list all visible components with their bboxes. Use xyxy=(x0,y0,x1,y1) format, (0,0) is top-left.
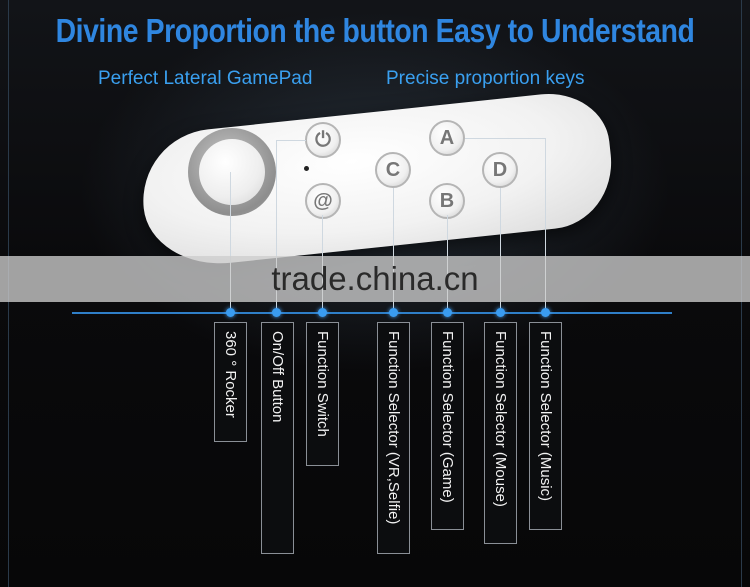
leader-a-h xyxy=(465,138,545,139)
leader-rocker xyxy=(230,172,231,312)
label-rocker: 360 ° Rocker xyxy=(222,331,239,418)
rocker-joystick xyxy=(199,139,265,205)
label-box-rocker: 360 ° Rocker xyxy=(214,322,247,442)
label-music: Function Selector (Music) xyxy=(537,331,554,502)
subtitle-right: Precise proportion keys xyxy=(386,68,585,89)
d-button-icon: D xyxy=(482,152,518,188)
leader-power xyxy=(276,140,277,312)
leader-power-h xyxy=(276,140,306,141)
dot-switch xyxy=(318,308,327,317)
watermark-band xyxy=(0,256,750,302)
dot-power xyxy=(272,308,281,317)
label-box-game: Function Selector (Game) xyxy=(431,322,464,530)
label-game: Function Selector (Game) xyxy=(439,331,456,503)
label-mouse: Function Selector (Mouse) xyxy=(492,331,509,507)
label-box-switch: Function Switch xyxy=(306,322,339,466)
c-button-icon: C xyxy=(375,152,411,188)
dot-b xyxy=(443,308,452,317)
label-power: On/Off Button xyxy=(269,331,286,423)
subtitle-left: Perfect Lateral GamePad xyxy=(98,68,313,89)
a-button-icon: A xyxy=(429,120,465,156)
label-box-music: Function Selector (Music) xyxy=(529,322,562,530)
at-button-icon: @ xyxy=(305,183,341,219)
headline: Divine Proportion the button Easy to Und… xyxy=(55,12,695,49)
label-vr: Function Selector (VR,Selfie) xyxy=(385,331,402,525)
dot-c xyxy=(389,308,398,317)
b-button-icon: B xyxy=(429,183,465,219)
led-indicator xyxy=(304,166,309,171)
label-box-power: On/Off Button xyxy=(261,322,294,554)
leader-d xyxy=(500,188,501,312)
label-box-vr: Function Selector (VR,Selfie) xyxy=(377,322,410,554)
label-switch: Function Switch xyxy=(314,331,331,437)
leader-c xyxy=(393,188,394,312)
dot-rocker xyxy=(226,308,235,317)
dot-a xyxy=(541,308,550,317)
dot-d xyxy=(496,308,505,317)
baseline xyxy=(72,312,672,314)
leader-a xyxy=(545,138,546,312)
power-button-icon: ⏻ xyxy=(305,122,341,158)
watermark: trade.china.cn xyxy=(271,260,479,297)
label-box-mouse: Function Selector (Mouse) xyxy=(484,322,517,544)
